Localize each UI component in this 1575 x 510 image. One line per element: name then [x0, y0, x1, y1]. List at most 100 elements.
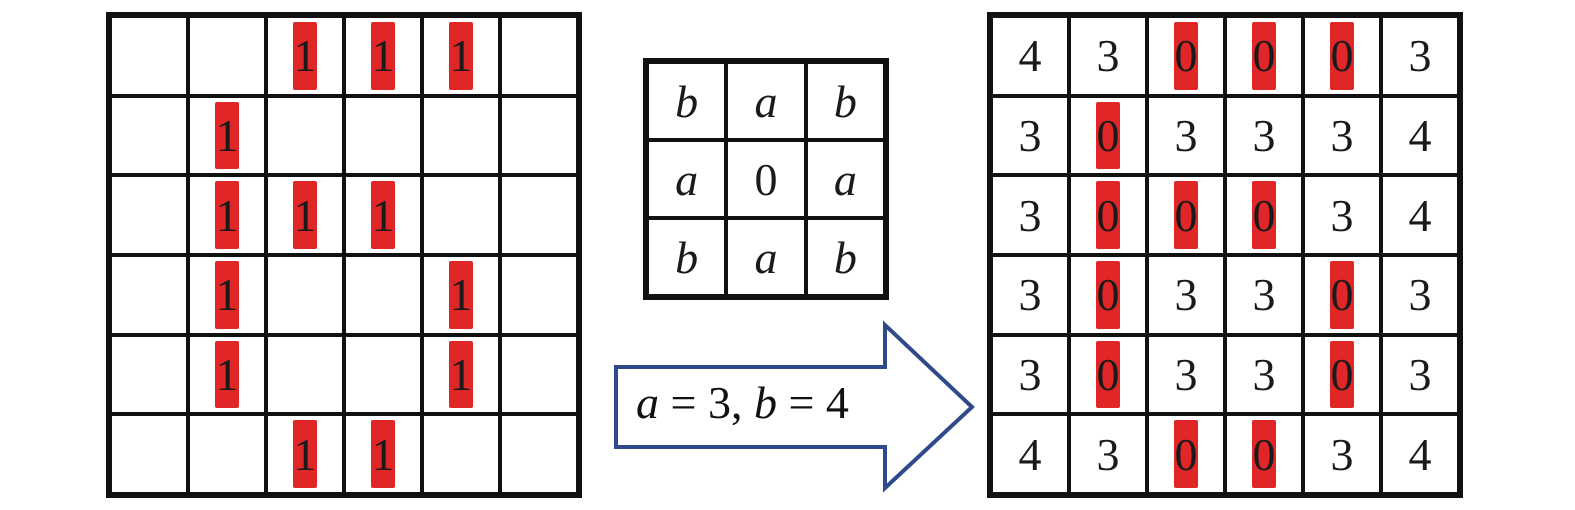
cell-value: 4	[1408, 109, 1432, 161]
highlight-marker	[1096, 340, 1120, 409]
cell-value: 3	[1330, 428, 1354, 480]
highlight-marker	[449, 340, 473, 409]
highlight-marker	[1252, 21, 1276, 90]
cell-value: 0	[1096, 269, 1120, 321]
input-cell: 1	[422, 16, 500, 96]
cell-value: 3	[1096, 428, 1120, 480]
cell-value: 1	[293, 30, 317, 82]
input-cell	[266, 255, 344, 335]
cell-value: 1	[215, 348, 239, 400]
output-cell: 3	[991, 334, 1069, 415]
cell-value: 3	[1174, 348, 1198, 400]
cell-value: 4	[1408, 189, 1432, 241]
output-cell: 3	[1225, 95, 1303, 176]
output-cell: 0	[1069, 175, 1147, 255]
cell-value: 3	[1408, 269, 1432, 321]
highlight-marker	[215, 181, 239, 249]
highlight-marker	[293, 420, 317, 488]
kernel-cell: b	[805, 62, 885, 140]
output-cell: 4	[1381, 175, 1459, 255]
input-cell	[110, 334, 188, 415]
output-cell: 3	[1147, 334, 1225, 415]
cell-value: 3	[1252, 348, 1276, 400]
cell-value: 4	[1018, 30, 1042, 82]
highlight-marker	[449, 21, 473, 90]
highlight-marker	[371, 21, 395, 90]
cell-value: 4	[1408, 428, 1432, 480]
cell-value: 0	[1330, 30, 1354, 82]
cell-value: 0	[1252, 189, 1276, 241]
kernel-cell: a	[805, 140, 885, 218]
input-cell	[422, 95, 500, 176]
cell-value: 1	[449, 269, 473, 321]
cell-value: 0	[1330, 269, 1354, 321]
param-a-symbol: a	[636, 377, 659, 428]
cell-value: 3	[1252, 269, 1276, 321]
output-cell: 3	[1303, 175, 1381, 255]
cell-value: 3	[1018, 269, 1042, 321]
cell-value: 1	[293, 189, 317, 241]
param-a-value: = 3,	[659, 377, 754, 428]
cell-value: 3	[1096, 30, 1120, 82]
cell-value: 3	[1018, 189, 1042, 241]
cell-value: 3	[1174, 269, 1198, 321]
input-cell: 1	[422, 334, 500, 415]
output-cell: 3	[1147, 255, 1225, 335]
input-cell	[266, 334, 344, 415]
kernel-cell: a	[726, 62, 806, 140]
highlight-marker	[1330, 260, 1354, 329]
cell-value: 3	[1330, 109, 1354, 161]
highlight-marker	[1096, 181, 1120, 249]
cell-value: 4	[1018, 428, 1042, 480]
output-cell: 3	[1225, 334, 1303, 415]
output-cell: 4	[1381, 414, 1459, 494]
output-cell: 3	[1225, 255, 1303, 335]
cell-value: 0	[1330, 348, 1354, 400]
cell-value: 1	[371, 428, 395, 480]
cell-value: 1	[293, 428, 317, 480]
kernel-cell: a	[726, 218, 806, 296]
output-cell: 0	[1069, 255, 1147, 335]
output-cell: 3	[991, 255, 1069, 335]
input-cell	[110, 95, 188, 176]
output-cell: 3	[991, 175, 1069, 255]
output-cell: 0	[1225, 16, 1303, 96]
input-cell: 1	[344, 16, 422, 96]
cell-value: b	[833, 75, 857, 127]
output-cell: 3	[991, 95, 1069, 176]
cell-value: 0	[1252, 428, 1276, 480]
input-cell	[500, 414, 578, 494]
arrow-parameter-label: a = 3, b = 4	[636, 376, 849, 429]
input-cell	[344, 334, 422, 415]
cell-value: b	[675, 75, 699, 127]
output-cell: 3	[1381, 255, 1459, 335]
input-cell	[110, 414, 188, 494]
cell-value: 3	[1408, 30, 1432, 82]
output-cell: 3	[1381, 334, 1459, 415]
cell-value: 3	[1018, 348, 1042, 400]
cell-value: 1	[215, 109, 239, 161]
cell-value: 3	[1408, 348, 1432, 400]
cell-value: 0	[1096, 189, 1120, 241]
output-cell: 3	[1069, 16, 1147, 96]
highlight-marker	[1174, 181, 1198, 249]
input-cell	[500, 16, 578, 96]
highlight-marker	[1330, 21, 1354, 90]
highlight-marker	[215, 260, 239, 329]
cell-value: 3	[1018, 109, 1042, 161]
kernel-cell: a	[647, 140, 727, 218]
input-cell: 1	[266, 175, 344, 255]
highlight-marker	[1252, 181, 1276, 249]
cell-value: 0	[1174, 428, 1198, 480]
highlight-marker	[1330, 340, 1354, 409]
cell-value: 0	[1096, 348, 1120, 400]
output-cell: 0	[1225, 175, 1303, 255]
input-cell: 1	[266, 414, 344, 494]
input-cell: 1	[422, 255, 500, 335]
highlight-marker	[215, 340, 239, 409]
cell-value: 3	[1252, 109, 1276, 161]
input-cell	[500, 175, 578, 255]
output-cell: 0	[1303, 334, 1381, 415]
